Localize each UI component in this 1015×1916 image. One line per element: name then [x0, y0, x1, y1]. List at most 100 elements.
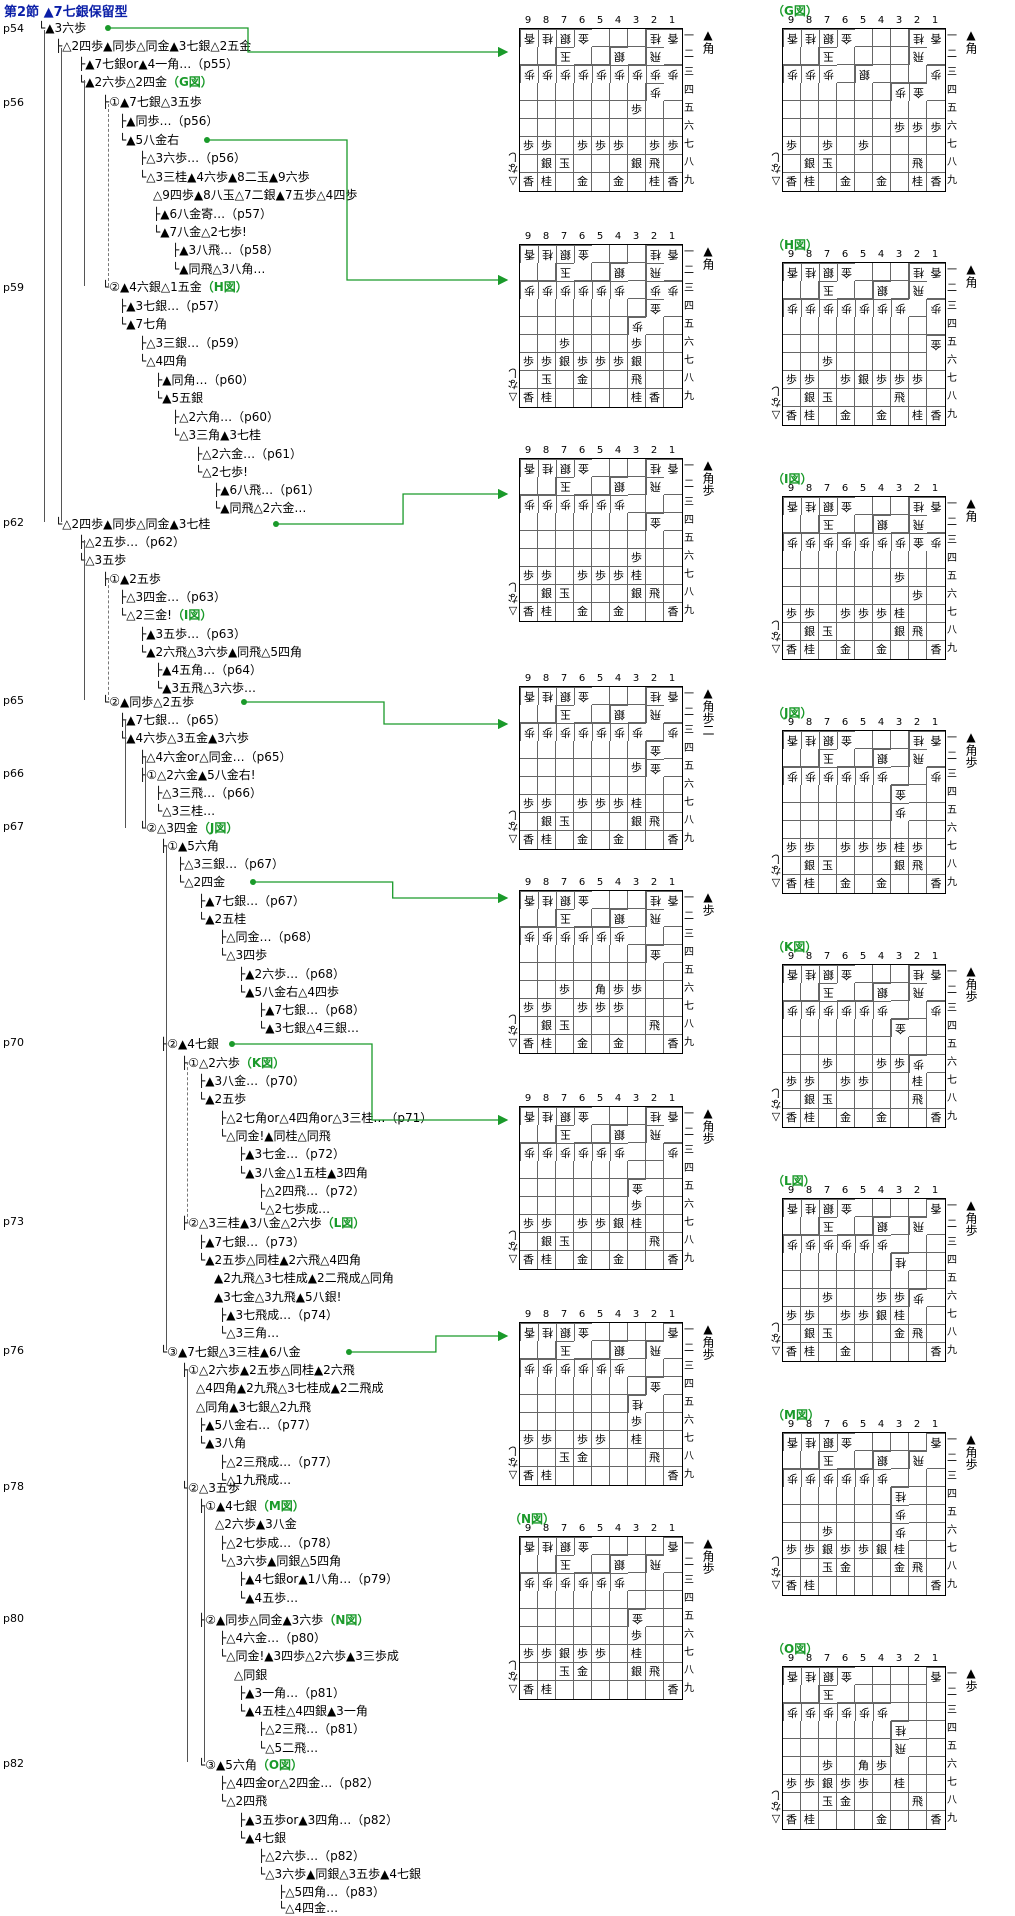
empty-square [538, 513, 556, 531]
empty-square [891, 281, 909, 299]
tree-line [187, 1062, 188, 1222]
sente-piece: 歩 [574, 567, 592, 585]
empty-square [592, 47, 610, 65]
empty-square [646, 1143, 664, 1161]
gote-piece: 銀 [556, 891, 574, 909]
empty-square [837, 623, 855, 641]
gote-piece: 歩 [610, 1143, 628, 1161]
gote-piece: 飛 [909, 515, 927, 533]
tree-node: △同角▲3七銀△2九飛 [196, 1399, 311, 1415]
empty-square [646, 1645, 664, 1663]
gote-marker: ▽ [508, 1682, 518, 1695]
gote-piece: 金 [837, 1433, 855, 1451]
empty-square [891, 731, 909, 749]
tree-node: └③▲5六角（O図） [198, 1757, 303, 1773]
empty-square [664, 1573, 682, 1591]
column-number: 7 [560, 1093, 568, 1104]
gote-piece: 歩 [520, 723, 538, 741]
empty-square [891, 1343, 909, 1361]
empty-square [909, 1505, 927, 1523]
empty-square [801, 1757, 819, 1775]
empty-square [520, 335, 538, 353]
column-number: 1 [668, 445, 676, 456]
board-caption: （G図） [772, 4, 818, 18]
gote-piece: 銀 [873, 749, 891, 767]
gote-hand: なし▽ [507, 1014, 520, 1049]
gote-piece: 銀 [819, 29, 837, 47]
move-sequence: ├▲4七銀or▲1八角…（p79） [238, 1572, 399, 1586]
column-number: 7 [823, 717, 831, 728]
sente-piece: 桂 [628, 567, 646, 585]
gote-piece: 銀 [819, 497, 837, 515]
tree-node: ├△3三銀…（p67） [177, 856, 284, 872]
empty-square [628, 945, 646, 963]
tree-node: └▲2五歩 [198, 1091, 246, 1107]
row-number: 七 [684, 1433, 694, 1444]
sente-piece: 歩 [927, 119, 945, 137]
gote-hand-text: なし [770, 854, 783, 876]
sente-piece: 歩 [538, 1215, 556, 1233]
sente-piece: 桂 [801, 875, 819, 893]
gote-marker: ▽ [508, 1468, 518, 1481]
empty-square [783, 1757, 801, 1775]
column-number: 7 [823, 1653, 831, 1664]
empty-square [592, 777, 610, 795]
empty-square [855, 263, 873, 281]
empty-square [520, 83, 538, 101]
empty-square [610, 1377, 628, 1395]
gote-marker: ▽ [771, 1578, 781, 1591]
move-sequence: ├▲7七銀…（p68） [258, 1003, 365, 1017]
sente-piece: 金 [837, 173, 855, 191]
empty-square [891, 263, 909, 281]
move-sequence: ├△2四歩▲同歩△同金▲3七銀△2五金 [55, 39, 252, 53]
sente-piece: 飛 [909, 1091, 927, 1109]
tree-node: └△同金!▲3四歩△2六歩▲3三歩成 [219, 1648, 399, 1664]
empty-square [574, 119, 592, 137]
empty-square [927, 1703, 945, 1721]
sente-piece: 桂 [646, 173, 664, 191]
gote-marker: ▽ [508, 390, 518, 403]
empty-square [837, 1289, 855, 1307]
empty-square [592, 513, 610, 531]
gote-piece: 香 [783, 1433, 801, 1451]
column-number: 9 [524, 877, 532, 888]
empty-square [610, 1609, 628, 1627]
empty-square [927, 47, 945, 65]
tree-node: ├▲3七金…（p72） [238, 1146, 345, 1162]
empty-square [909, 1271, 927, 1289]
gote-hand: なし▽ [770, 1322, 783, 1357]
move-sequence: ├△2七角or△4四角or△3三桂…（p71） [219, 1111, 433, 1125]
figure-ref: （J図） [197, 821, 239, 835]
empty-square [610, 371, 628, 389]
tree-node: ├▲4五角…（p64） [155, 662, 262, 678]
empty-square [801, 821, 819, 839]
sente-piece: 香 [930, 409, 942, 422]
figure-ref: （L図） [321, 1216, 366, 1230]
sente-piece: 桂 [891, 605, 909, 623]
figure-ref: （G図） [166, 75, 213, 89]
row-number: 二 [684, 707, 694, 718]
empty-square [783, 1721, 801, 1739]
empty-square [664, 1017, 682, 1035]
sente-piece: 歩 [837, 371, 855, 389]
empty-square [664, 1341, 682, 1359]
row-number: 一 [947, 1201, 957, 1212]
row-number: 九 [684, 605, 694, 616]
row-number: 三 [684, 1145, 694, 1156]
empty-square [574, 1341, 592, 1359]
empty-square [855, 803, 873, 821]
sente-piece: 金 [837, 1343, 855, 1361]
sente-piece: 香 [667, 1469, 679, 1482]
gote-piece: 銀 [873, 1451, 891, 1469]
tree-node: ├△2六角…（p60） [172, 409, 279, 425]
empty-square [927, 605, 945, 623]
sente-piece: 歩 [909, 587, 927, 605]
gote-piece: 桂 [909, 731, 927, 749]
column-number: 5 [859, 717, 867, 728]
empty-square [855, 1343, 873, 1361]
board-grid: 香桂銀金桂香玉銀飛歩歩歩歩歩歩歩金歩歩歩歩歩歩歩歩桂銀玉銀飛香桂金金香 [782, 496, 946, 660]
move-sequence: △2六歩▲3八金 [215, 1517, 297, 1531]
section-title: 第2節 ▲7七銀保留型 [4, 5, 128, 20]
empty-square [801, 1739, 819, 1757]
